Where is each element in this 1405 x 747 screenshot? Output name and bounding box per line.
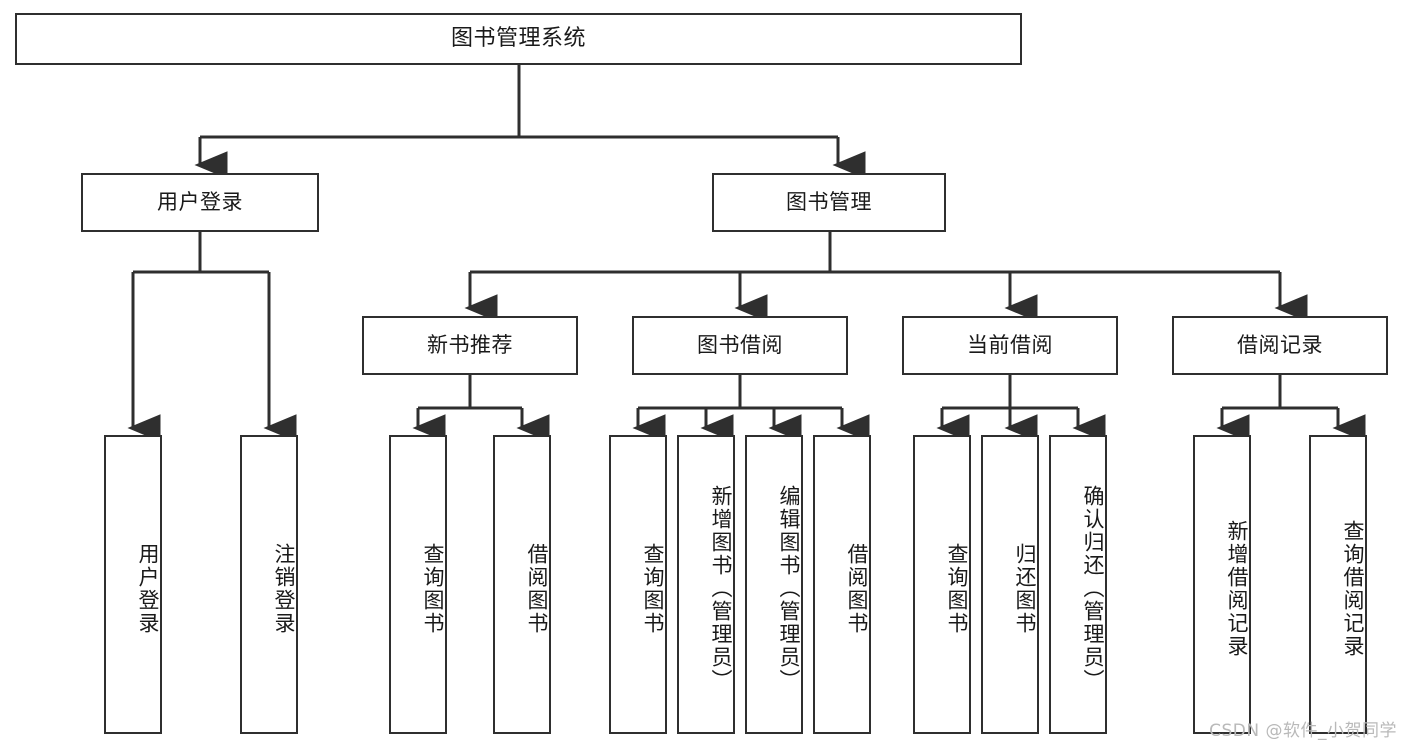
node-root-system[interactable]: 图书管理系统 bbox=[15, 13, 1022, 65]
node-user-login[interactable]: 用户登录 bbox=[81, 173, 319, 232]
node-label: 用户登录 bbox=[157, 190, 243, 215]
watermark-credit: CSDN @软件_小贺同学 bbox=[1209, 721, 1397, 741]
leaf-borrow-edit-book[interactable]: 编辑图书（管理员） bbox=[745, 435, 803, 734]
leaf-new-book-query[interactable]: 查询图书 bbox=[389, 435, 447, 734]
leaf-borrow-add-book[interactable]: 新增图书（管理员） bbox=[677, 435, 735, 734]
node-label: 查询图书 bbox=[945, 542, 969, 635]
node-label: 归还图书 bbox=[1013, 542, 1037, 635]
node-borrow-record[interactable]: 借阅记录 bbox=[1172, 316, 1388, 375]
leaf-new-book-borrow[interactable]: 借阅图书 bbox=[493, 435, 551, 734]
node-label: 查询借阅记录 bbox=[1341, 519, 1365, 658]
node-label: 查询图书 bbox=[421, 542, 445, 635]
node-label: 新书推荐 bbox=[427, 333, 513, 358]
node-book-management[interactable]: 图书管理 bbox=[712, 173, 946, 232]
leaf-record-query[interactable]: 查询借阅记录 bbox=[1309, 435, 1367, 734]
leaf-borrow-query-book[interactable]: 查询图书 bbox=[609, 435, 667, 734]
node-label: 确认归还（管理员） bbox=[1081, 485, 1105, 692]
node-current-borrow[interactable]: 当前借阅 bbox=[902, 316, 1118, 375]
node-label: 图书借阅 bbox=[697, 333, 783, 358]
node-label: 新增图书（管理员） bbox=[709, 485, 733, 692]
node-new-book-recommend[interactable]: 新书推荐 bbox=[362, 316, 578, 375]
leaf-borrow-borrow-book[interactable]: 借阅图书 bbox=[813, 435, 871, 734]
node-label: 新增借阅记录 bbox=[1225, 519, 1249, 658]
node-label: 图书管理系统 bbox=[450, 26, 586, 52]
node-label: 用户登录 bbox=[136, 542, 160, 635]
node-label: 当前借阅 bbox=[967, 333, 1053, 358]
leaf-user-login-signout[interactable]: 注销登录 bbox=[240, 435, 298, 734]
node-label: 借阅记录 bbox=[1237, 333, 1323, 358]
node-label: 借阅图书 bbox=[845, 542, 869, 635]
leaf-current-query-book[interactable]: 查询图书 bbox=[913, 435, 971, 734]
node-label: 借阅图书 bbox=[525, 542, 549, 635]
leaf-current-return-book[interactable]: 归还图书 bbox=[981, 435, 1039, 734]
leaf-user-login-signin[interactable]: 用户登录 bbox=[104, 435, 162, 734]
node-label: 编辑图书（管理员） bbox=[777, 485, 801, 692]
node-book-borrow[interactable]: 图书借阅 bbox=[632, 316, 848, 375]
leaf-record-add[interactable]: 新增借阅记录 bbox=[1193, 435, 1251, 734]
node-label: 图书管理 bbox=[786, 190, 872, 215]
node-label: 注销登录 bbox=[272, 542, 296, 635]
leaf-current-confirm-return[interactable]: 确认归还（管理员） bbox=[1049, 435, 1107, 734]
node-label: 查询图书 bbox=[641, 542, 665, 635]
